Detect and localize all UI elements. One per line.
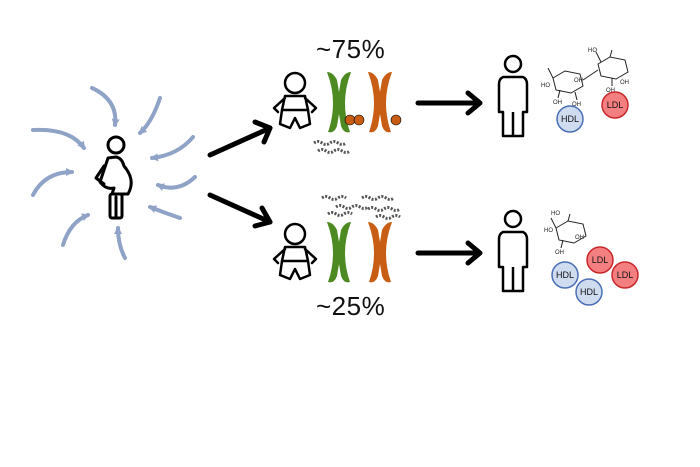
env-arrow-5 [31, 168, 74, 197]
env-arrow-6 [156, 175, 197, 191]
svg-text:HO: HO [588, 48, 597, 54]
chromosome-orange-bottom [368, 222, 392, 283]
svg-text:LDL: LDL [617, 270, 634, 280]
dna-strand-icon [313, 140, 401, 220]
env-arrow-9 [114, 226, 127, 260]
env-arrow-8 [148, 205, 182, 220]
glucose-molecule-icon-top [547, 49, 629, 101]
adult-person-icon-top [497, 54, 529, 138]
chromosome-orange-top [368, 72, 392, 133]
env-arrow-3 [31, 127, 86, 150]
ldl-particle-bottom-1: LDL [586, 246, 614, 274]
chromosome-green-top [327, 72, 351, 133]
svg-text:LDL: LDL [592, 255, 609, 265]
adult-person-icon-bottom [497, 209, 529, 293]
methyl-tags-top [344, 114, 402, 126]
arrow-down-branch [207, 192, 273, 225]
svg-text:HO: HO [551, 211, 560, 217]
svg-text:HO: HO [544, 228, 553, 234]
hdl-particle-top: HDL [556, 105, 584, 133]
svg-text:OH: OH [555, 250, 564, 256]
ldl-particle-bottom-2: LDL [611, 261, 639, 289]
percentage-bottom: ~25% [316, 291, 386, 321]
baby-icon-bottom [272, 222, 318, 281]
env-arrow-4 [150, 135, 195, 162]
hdl-particle-bottom-1: HDL [551, 261, 579, 289]
svg-text:HDL: HDL [580, 287, 598, 297]
ldl-particle-top: LDL [601, 91, 629, 119]
svg-text:HDL: HDL [561, 114, 579, 124]
percentage-top: ~75% [316, 34, 386, 64]
svg-text:OH: OH [575, 235, 584, 241]
env-arrow-7 [61, 213, 90, 247]
svg-text:OH: OH [620, 80, 629, 86]
chromosome-green-bottom [327, 222, 351, 283]
svg-text:HDL: HDL [556, 270, 574, 280]
svg-text:OH: OH [553, 100, 562, 106]
glucose-labels-top: HO OH OH OH OH OH HO [541, 48, 629, 108]
hdl-particle-bottom-2: HDL [575, 278, 603, 306]
glucose-molecule-icon-bottom [550, 213, 587, 249]
env-arrow-1 [90, 86, 120, 127]
branch-arrows [207, 90, 483, 266]
svg-text:OH: OH [572, 102, 581, 108]
arrow-up-branch [207, 125, 273, 158]
env-arrow-2 [138, 96, 162, 135]
svg-text:HO: HO [541, 83, 550, 89]
glucose-labels-bottom: HO OH OH HO [544, 211, 584, 256]
svg-text:LDL: LDL [607, 100, 624, 110]
svg-text:OH: OH [574, 78, 583, 84]
pregnant-woman-icon [94, 135, 133, 220]
baby-icon-top [272, 71, 318, 130]
svg-text:OH: OH [606, 88, 615, 94]
environment-arrows [31, 86, 197, 260]
